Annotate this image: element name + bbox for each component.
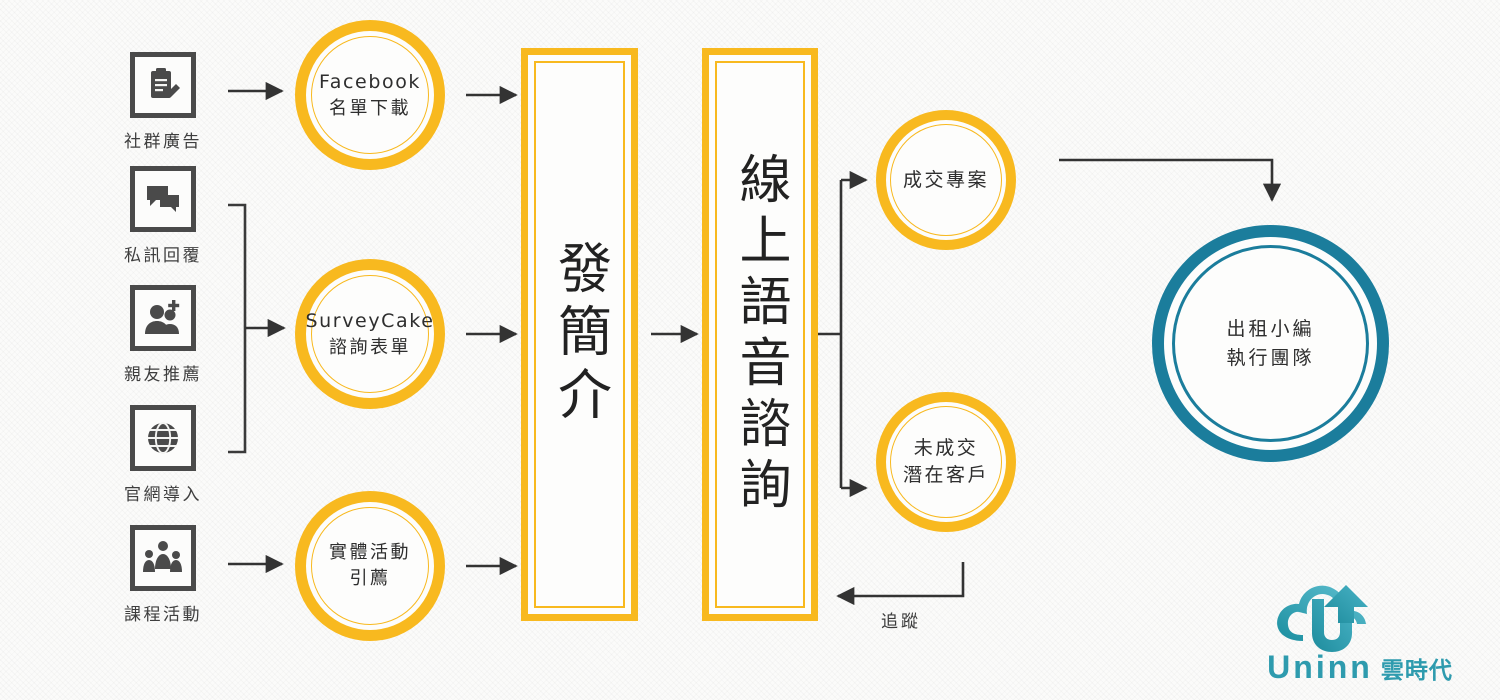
channel-label-facebook: Facebook 名單下載 — [319, 69, 421, 122]
channel-line1: 實體活動 — [329, 542, 411, 564]
ring-inner-line — [311, 275, 429, 393]
channel-line2: 諮詢表單 — [329, 336, 411, 358]
source-item-social-ads[interactable]: 社群廣告 — [103, 52, 223, 152]
ring-inner-line — [890, 406, 1002, 518]
ring-inner-line — [890, 124, 1002, 236]
logo-sub: 雲時代 — [1380, 658, 1453, 684]
channel-line2: 引薦 — [349, 568, 391, 589]
source-item-referral[interactable]: 親友推薦 — [103, 285, 223, 385]
outcome-line1: 未成交 — [913, 437, 979, 460]
team-line1: 出租小編 — [1226, 318, 1315, 340]
clipboard-pencil-icon — [130, 52, 196, 118]
outcome-circle-deal-closed[interactable]: 成交專案 — [876, 110, 1016, 250]
logo-wordmark: Uninn 雲時代 — [1245, 649, 1475, 686]
channel-line1: SurveyCake — [305, 309, 435, 332]
stage-box-send-intro[interactable]: 發簡介 — [521, 48, 638, 621]
arrow-follow-up-loop — [836, 562, 965, 606]
channel-label-live-event: 實體活動 引薦 — [329, 540, 411, 591]
logo-word: Uninn — [1267, 649, 1373, 685]
source-label: 官網導入 — [124, 485, 202, 505]
source-item-direct-message[interactable]: 私訊回覆 — [103, 166, 223, 266]
brand-logo: Uninn 雲時代 — [1245, 565, 1475, 685]
chat-bubbles-icon — [130, 166, 196, 232]
ring-inner-line — [1172, 245, 1369, 442]
stage-box-inner: 發簡介 — [534, 61, 625, 608]
outcome-line2: 潛在客戶 — [902, 464, 989, 486]
channel-line1: Facebook — [318, 70, 422, 93]
source-label: 私訊回覆 — [124, 246, 202, 266]
stage-box-inner: 線上語音諮詢 — [715, 61, 805, 608]
branch-consult-split — [818, 180, 843, 488]
channel-label-surveycake: SurveyCake 諮詢表單 — [305, 308, 434, 361]
channel-circle-facebook[interactable]: Facebook 名單下載 — [295, 20, 445, 170]
team-label: 出租小編 執行團隊 — [1226, 315, 1314, 372]
channel-circle-live-event[interactable]: 實體活動 引薦 — [295, 491, 445, 641]
source-label: 親友推薦 — [124, 365, 202, 385]
globe-icon — [130, 405, 196, 471]
arrow-deal-closed-to-team — [1059, 158, 1282, 202]
outcome-circle-not-closed[interactable]: 未成交 潛在客戶 — [876, 392, 1016, 532]
stage-label-send-intro: 發簡介 — [548, 240, 612, 429]
source-label: 社群廣告 — [124, 132, 202, 152]
edge-label-follow-up: 追蹤 — [881, 612, 921, 632]
channel-line2: 名單下載 — [328, 97, 411, 119]
stage-label-online-voice-consult: 線上語音諮詢 — [730, 151, 790, 518]
cloud-upload-u-icon — [1277, 585, 1368, 652]
add-person-icon — [130, 285, 196, 351]
source-item-website[interactable]: 官網導入 — [103, 405, 223, 505]
team-circle-execution-team[interactable]: 出租小編 執行團隊 — [1152, 225, 1389, 462]
source-label: 課程活動 — [124, 605, 202, 625]
source-item-course-event[interactable]: 課程活動 — [103, 525, 223, 625]
channel-circle-surveycake[interactable]: SurveyCake 諮詢表單 — [295, 259, 445, 409]
stage-box-online-voice-consult[interactable]: 線上語音諮詢 — [702, 48, 818, 621]
ring-inner-line — [311, 36, 429, 154]
outcome-label-not-closed: 未成交 潛在客戶 — [903, 435, 989, 489]
outcome-line1: 成交專案 — [902, 168, 989, 191]
outcome-label-deal-closed: 成交專案 — [903, 167, 989, 194]
team-line2: 執行團隊 — [1226, 346, 1315, 369]
group-people-icon — [130, 525, 196, 591]
bracket-three-sources-to-surveycake — [228, 203, 247, 454]
ring-inner-line — [311, 507, 429, 625]
